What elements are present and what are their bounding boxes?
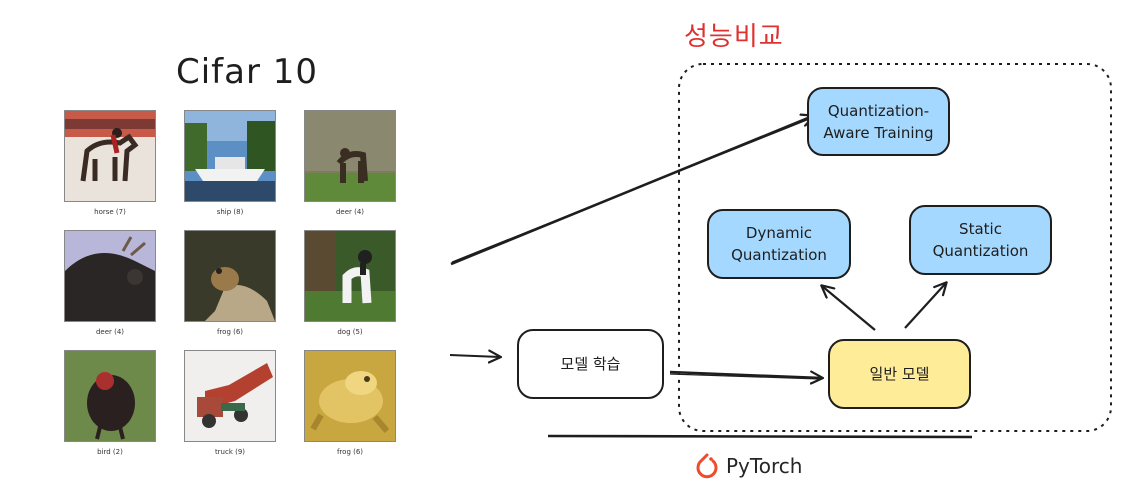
image-cell: horse (7) <box>64 110 156 216</box>
base-model-label: 일반 모델 <box>869 365 930 383</box>
frog-image <box>184 230 276 322</box>
image-cell: frog (6) <box>184 230 276 336</box>
dog-image <box>304 230 396 322</box>
qat-label: Quantization- Aware Training <box>823 101 934 142</box>
arrow-dataset-to-train <box>449 355 500 357</box>
base-model-node[interactable]: 일반 모델 <box>828 339 971 409</box>
image-label: deer (4) <box>335 208 365 216</box>
image-label: deer (4) <box>95 328 125 336</box>
image-cell: bird (2) <box>64 350 156 456</box>
deer-image <box>304 110 396 202</box>
comparison-label: 성능비교 <box>684 22 784 52</box>
pytorch-logo-icon <box>696 453 718 479</box>
train-model-node[interactable]: 모델 학습 <box>517 329 664 399</box>
arrow-base-to-static <box>904 283 946 329</box>
arrow-train-to-base <box>669 372 822 378</box>
image-cell: truck (9) <box>184 350 276 456</box>
deer-image <box>64 230 156 322</box>
image-cell: deer (4) <box>304 110 396 216</box>
train-model-label: 모델 학습 <box>560 355 621 373</box>
image-label: ship (8) <box>216 208 244 216</box>
comparison-boundary <box>678 63 1112 432</box>
horse-image <box>64 110 156 202</box>
image-cell: dog (5) <box>304 230 396 336</box>
image-label: frog (6) <box>336 448 364 456</box>
image-cell: ship (8) <box>184 110 276 216</box>
image-cell: deer (4) <box>64 230 156 336</box>
image-grid: horse (7) ship (8) deer (4) deer (4) <box>60 108 400 456</box>
image-label: truck (9) <box>214 448 246 456</box>
qat-node[interactable]: Quantization- Aware Training <box>807 87 950 156</box>
frog-image <box>304 350 396 442</box>
arrow-base-to-dynamic <box>822 286 876 331</box>
image-label: frog (6) <box>216 328 244 336</box>
pytorch-text: PyTorch <box>726 454 803 478</box>
pytorch-underline <box>547 434 973 439</box>
dataset-title: Cifar 10 <box>176 52 319 92</box>
image-label: horse (7) <box>94 208 126 216</box>
image-label: bird (2) <box>97 448 123 456</box>
ship-image <box>184 110 276 202</box>
image-cell: frog (6) <box>304 350 396 456</box>
static-quantization-node[interactable]: Static Quantization <box>909 205 1052 275</box>
static-label: Static Quantization <box>932 220 1029 260</box>
pytorch-brand: PyTorch <box>694 452 802 480</box>
image-label: dog (5) <box>337 328 363 336</box>
dynamic-quantization-node[interactable]: Dynamic Quantization <box>707 209 851 279</box>
dynamic-label: Dynamic Quantization <box>731 224 827 264</box>
truck-image <box>184 350 276 442</box>
bird-image <box>64 350 156 442</box>
